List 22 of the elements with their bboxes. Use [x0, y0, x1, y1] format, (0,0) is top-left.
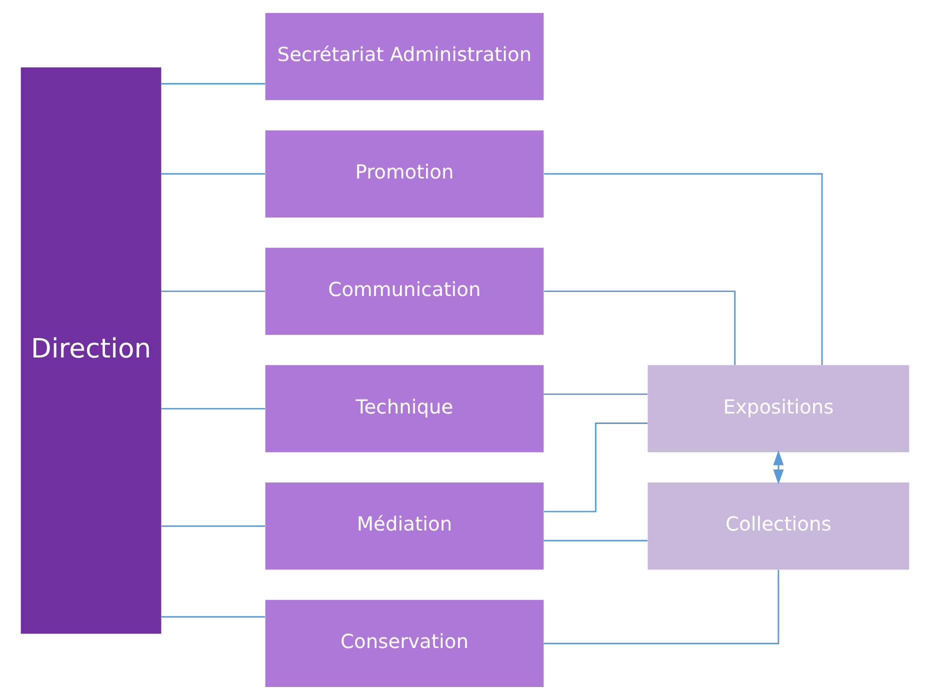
connector [160, 83, 265, 84]
connector [160, 408, 265, 410]
node-box: Médiation [264, 482, 544, 570]
connector [160, 173, 265, 175]
node-box: Technique [264, 365, 544, 452]
arrow [772, 450, 784, 485]
connector [160, 525, 265, 527]
connector [543, 422, 648, 512]
node-box: Promotion [264, 130, 544, 218]
connector [544, 173, 822, 366]
connector [543, 393, 647, 395]
connector [160, 290, 265, 292]
connector [544, 290, 736, 365]
connector [160, 616, 265, 618]
connector [543, 540, 647, 542]
node-box: Expositions [647, 365, 909, 452]
node-box: Direction [20, 67, 161, 634]
node-box: Secrétariat Administration [264, 12, 544, 100]
node-box: Conservation [264, 600, 544, 688]
connector [543, 570, 779, 644]
node-box: Collections [647, 482, 909, 570]
node-box: Communication [264, 248, 544, 335]
